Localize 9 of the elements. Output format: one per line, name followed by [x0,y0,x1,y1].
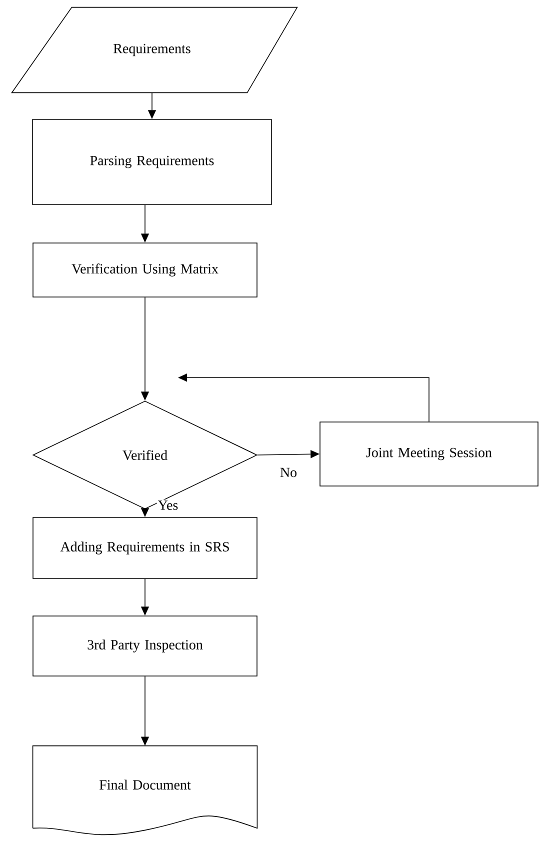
edge-label: Yes [158,500,178,510]
input-parallelogram: Requirements [11,6,298,94]
process-box: Joint Meeting Session [320,422,538,486]
process-box: 3rd Party Inspection [32,616,258,676]
process-box: Adding Requirements in SRS [32,517,258,579]
process-box: Parsing Requirements [32,119,272,205]
edge-label: No [280,468,296,478]
process-box: Verification Using Matrix [32,242,258,298]
document-shape: Final Document [32,745,258,836]
